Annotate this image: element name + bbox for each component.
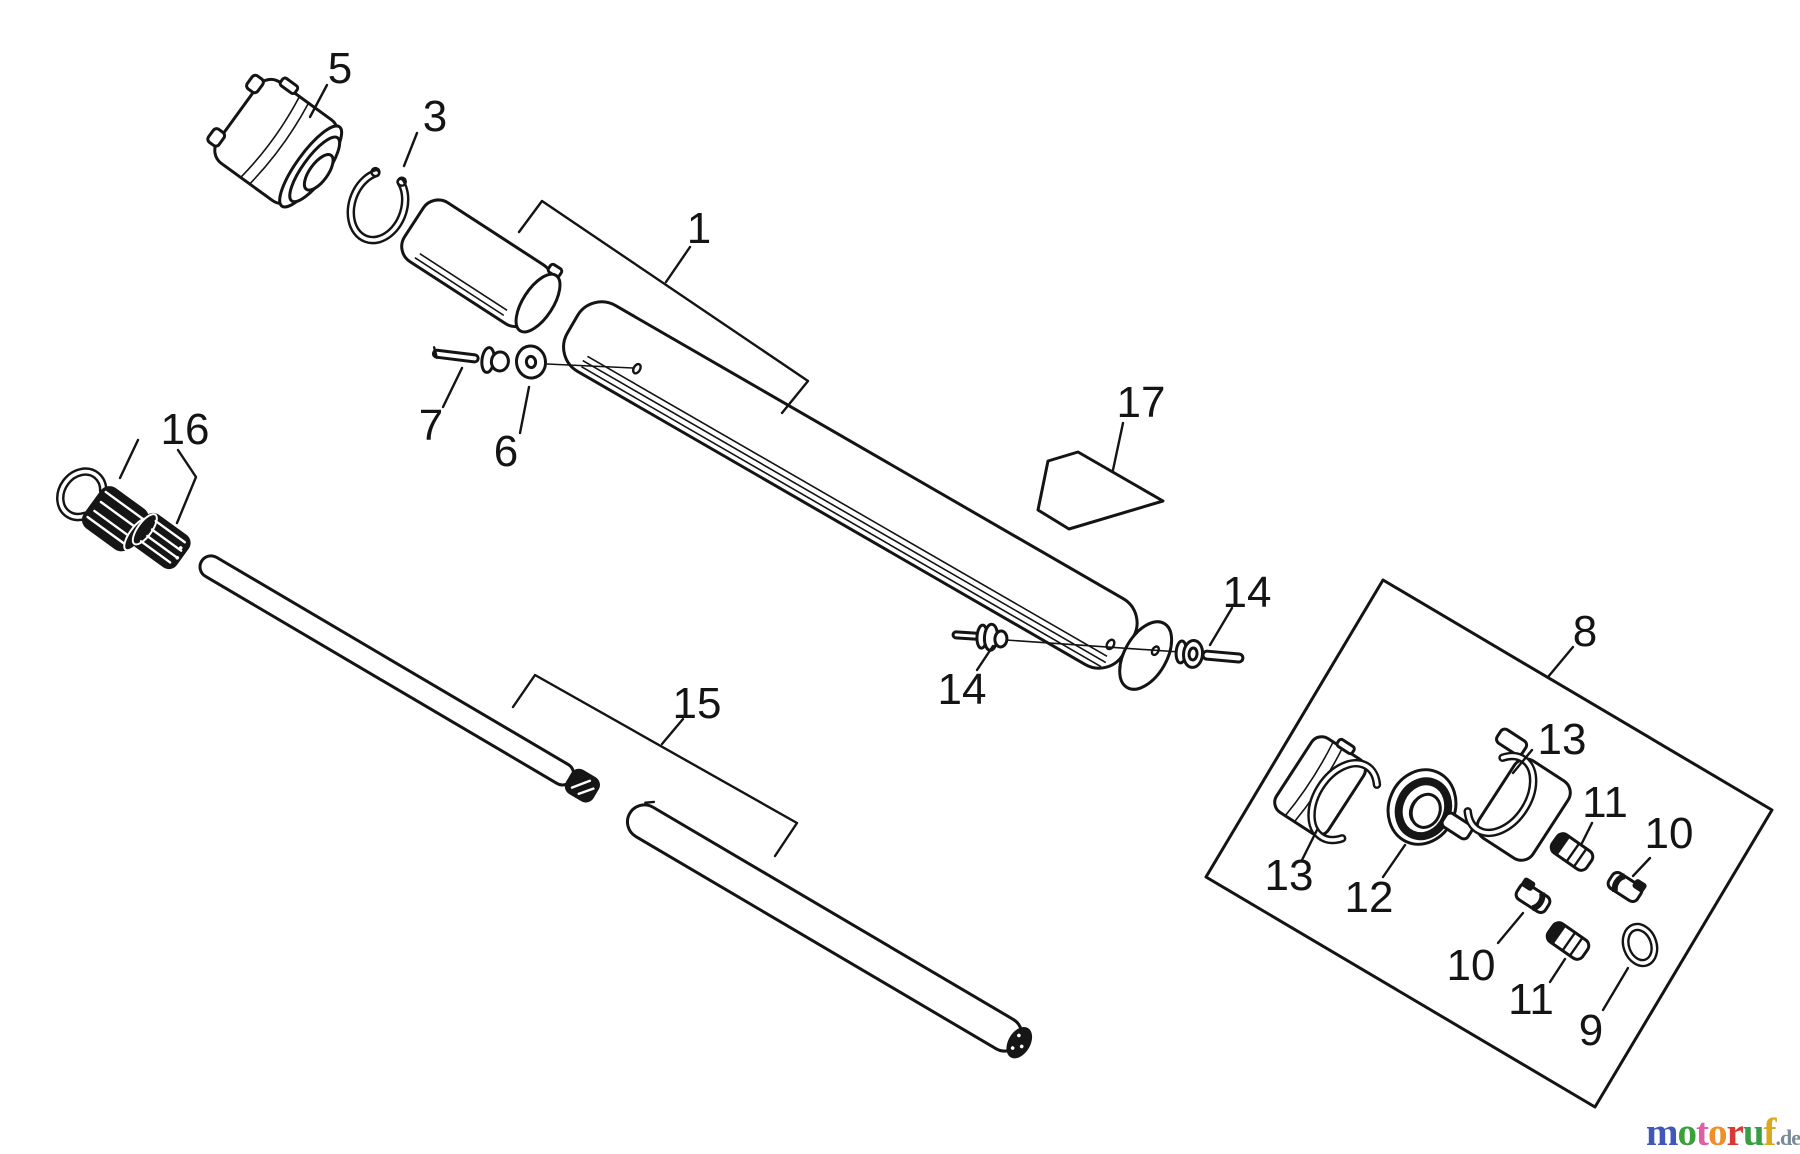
callout-17: 17	[1117, 378, 1166, 427]
leader-3	[402, 131, 419, 168]
callout-15: 15	[673, 679, 722, 728]
callout-13-top: 13	[1538, 715, 1587, 764]
leader-12	[1381, 843, 1407, 879]
callout-11-lower: 11	[1508, 975, 1554, 1024]
part-1-outer-tube	[562, 300, 1174, 691]
part-10-clip-left	[1514, 877, 1552, 915]
leader-1	[664, 245, 692, 284]
leader-11-upper	[1580, 821, 1594, 845]
part-14-screw-right	[1174, 638, 1245, 669]
leader-5	[308, 83, 329, 119]
part-9-o-ring	[1621, 922, 1659, 968]
callout-9: 9	[1579, 1006, 1603, 1055]
bracket-1	[517, 199, 810, 415]
leader-15	[660, 717, 685, 746]
callout-3: 3	[423, 92, 447, 141]
screw-axis-line	[546, 363, 634, 369]
part-7-screw	[431, 346, 510, 374]
callout-14-left: 14	[938, 665, 987, 714]
tube-end-face	[1118, 620, 1174, 691]
leader-6	[518, 385, 531, 435]
leader-7	[441, 366, 464, 409]
part-5-end-bushing	[206, 73, 344, 209]
callout-8: 8	[1573, 607, 1597, 656]
part-1-sleeve	[400, 198, 564, 334]
part-15-shaft-lower	[625, 800, 1033, 1059]
callout-13-left: 13	[1265, 851, 1314, 900]
leader-14-right	[1208, 606, 1234, 647]
leader-8	[1546, 645, 1575, 679]
leader-9	[1601, 966, 1630, 1012]
leader-13-left	[1300, 828, 1319, 862]
screw-axis-line-14	[1005, 639, 1181, 653]
part-14-screw-left	[951, 622, 1009, 652]
leader-13-top	[1511, 748, 1534, 775]
part-11-pin-upper	[1549, 832, 1595, 872]
part-16-coupler-set	[56, 438, 198, 570]
callout-7: 7	[419, 401, 443, 450]
callout-5: 5	[328, 44, 352, 93]
part-17-decal	[1036, 450, 1165, 531]
part-15-shaft-upper	[198, 554, 600, 803]
part-6-washer	[514, 344, 548, 380]
leader-14-left	[975, 644, 995, 672]
part-3-snap-ring	[346, 166, 410, 245]
leader-17	[1111, 421, 1125, 472]
leader-10-right	[1631, 856, 1652, 878]
callout-1: 1	[687, 204, 711, 253]
bracket-15	[511, 673, 799, 858]
callout-6: 6	[494, 427, 518, 476]
leader-10-left	[1496, 911, 1525, 945]
bracket-16-left	[118, 438, 140, 480]
part-13-clamp-left	[1273, 735, 1382, 845]
leader-11-lower	[1548, 957, 1567, 984]
part-13-clamp-right	[1440, 727, 1572, 862]
watermark-suffix: .de	[1776, 1125, 1800, 1150]
part-16-splined-bushing	[131, 512, 191, 570]
part-11-pin-lower	[1545, 921, 1591, 961]
callout-11-upper: 11	[1582, 778, 1628, 827]
part-10-clip-right	[1606, 870, 1647, 904]
callout-14-right: 14	[1223, 568, 1272, 617]
callout-10-left: 10	[1447, 941, 1496, 990]
motoruf-watermark: motoruf.de	[1646, 1111, 1800, 1154]
callout-10-right: 10	[1645, 809, 1694, 858]
bracket-16-right	[175, 448, 198, 525]
callout-16: 16	[161, 405, 210, 454]
callout-12: 12	[1345, 873, 1394, 922]
